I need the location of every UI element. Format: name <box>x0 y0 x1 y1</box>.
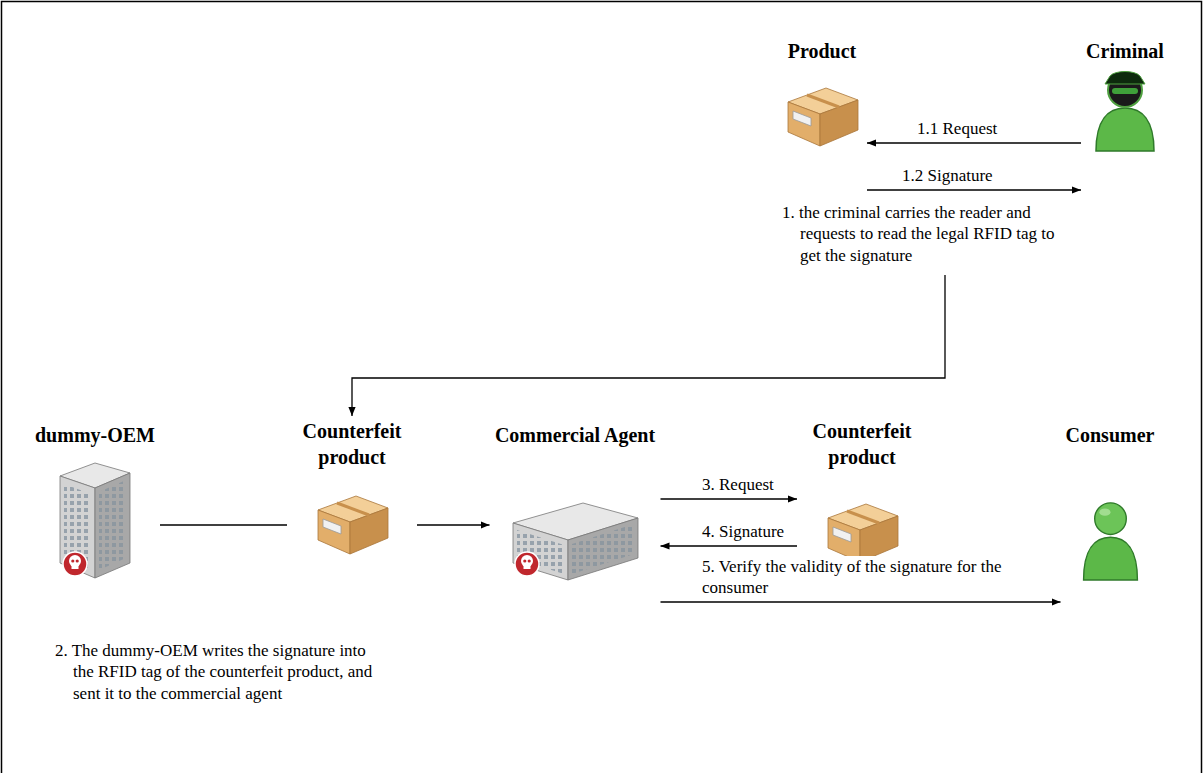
building-icon <box>60 463 130 578</box>
criminal-icon <box>1090 68 1160 153</box>
flow-arrow <box>417 524 490 525</box>
flow-arrow <box>661 601 1061 602</box>
step-note: 2. The dummy-OEM writes the signature in… <box>55 640 385 704</box>
flow-arrow <box>352 275 945 416</box>
person-icon <box>1078 495 1143 585</box>
package-icon <box>312 488 392 558</box>
entity-label: Product <box>788 38 857 64</box>
entity-label: dummy-OEM <box>35 422 155 448</box>
edge-label: 4. Signature <box>700 521 786 542</box>
step-note: 1. the criminal carries the reader and r… <box>782 202 1057 266</box>
entity-label: Counterfeit product <box>802 418 922 470</box>
edge-label: 3. Request <box>700 474 776 495</box>
entity-node: Counterfeit product <box>799 418 925 566</box>
edge-label: 1.1 Request <box>915 118 999 139</box>
building-icon <box>513 503 638 580</box>
package-icon <box>318 496 388 554</box>
entity-label: Consumer <box>1066 422 1155 448</box>
entity-node: Consumer <box>1063 422 1158 585</box>
entity-node: Product <box>779 38 865 150</box>
entity-node: Counterfeit product <box>289 418 415 558</box>
entity-label: Counterfeit product <box>292 418 412 470</box>
package-icon <box>788 88 858 146</box>
flow-arrow <box>867 142 1081 143</box>
entity-label: Criminal <box>1086 38 1164 64</box>
building-icon <box>508 498 643 583</box>
entity-node: Commercial Agent <box>492 422 659 583</box>
criminal-icon <box>1096 72 1154 152</box>
package-icon <box>828 504 898 562</box>
entity-label: Commercial Agent <box>495 422 655 448</box>
package-icon <box>782 80 862 150</box>
flow-arrow <box>661 545 798 546</box>
person-icon <box>1083 503 1137 580</box>
building-icon <box>55 458 135 583</box>
edge-label: 1.2 Signature <box>900 165 995 186</box>
entity-node: Criminal <box>1083 38 1167 153</box>
flow-arrow <box>661 498 798 499</box>
flow-arrow <box>160 524 287 525</box>
edge-label: 5. Verify the validity of the signature … <box>700 556 1014 599</box>
entity-node: dummy-OEM <box>32 422 158 583</box>
flow-arrow <box>867 189 1081 190</box>
